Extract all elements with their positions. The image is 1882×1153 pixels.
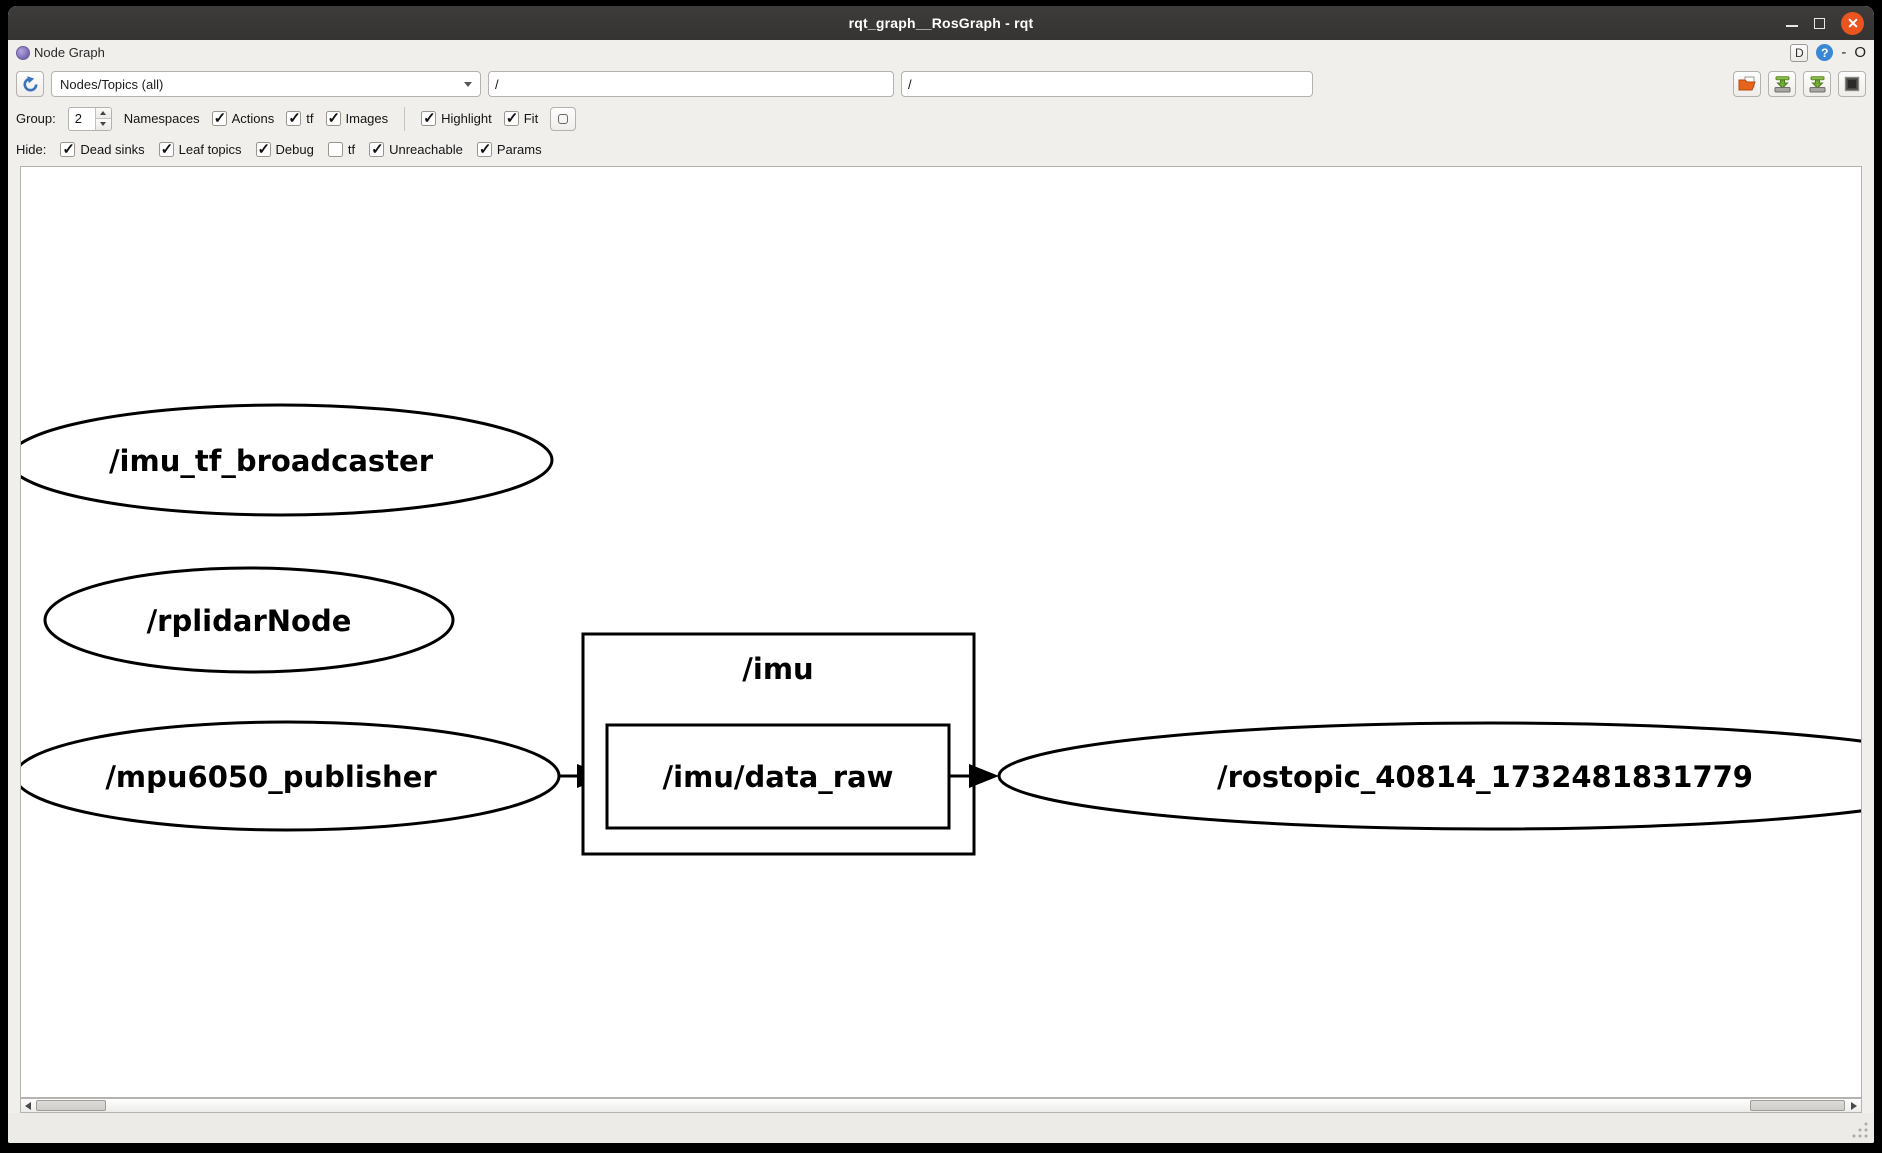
refresh-icon: [23, 75, 37, 91]
namespaces-label: Namespaces: [123, 111, 200, 126]
rqt-window: rqt_graph__RosGraph - rqt Node Graph D ?…: [8, 6, 1874, 1143]
node-label: /mpu6050_publisher: [105, 760, 437, 794]
scroll-left-icon[interactable]: [25, 1102, 31, 1110]
node-label: /imu_tf_broadcaster: [109, 444, 434, 478]
node-ellipse-imu-tf-broadcaster[interactable]: [21, 403, 554, 517]
edge-imu-data-raw-to-rostopic: [949, 764, 999, 788]
group-value: 2: [74, 111, 82, 126]
checkbox-box: [60, 140, 76, 158]
checkbox-label: Dead sinks: [80, 141, 145, 157]
spin-up-button[interactable]: [95, 107, 111, 119]
checkbox-box: [158, 140, 174, 158]
fit-in-view-button[interactable]: [550, 106, 577, 131]
checkbox-unreachable[interactable]: Unreachable: [369, 140, 463, 158]
checkbox-tf-group[interactable]: tf: [286, 109, 314, 127]
group-spinner[interactable]: 2: [67, 106, 112, 131]
checkbox-box: [369, 140, 385, 158]
graph-type-select[interactable]: Nodes/Topics (all): [51, 71, 481, 97]
window-controls: [1786, 6, 1864, 40]
checkbox-debug[interactable]: Debug: [255, 140, 314, 158]
spin-down-button[interactable]: [95, 119, 111, 130]
rqt-graph-plugin-icon: [16, 45, 30, 60]
checkbox-box: [325, 109, 341, 127]
checkbox-label: Unreachable: [389, 141, 463, 157]
scrollbar-thumb[interactable]: [36, 1100, 106, 1111]
checkbox-box: [211, 109, 227, 127]
node-ellipse-rostopic[interactable]: [997, 721, 1862, 831]
close-icon[interactable]: [1841, 11, 1864, 35]
save-image-button[interactable]: [1803, 71, 1831, 97]
scroll-right-icon[interactable]: [1851, 1102, 1857, 1110]
hide-bar: Hide: Dead sinks Leaf topics Debug tf Un…: [8, 134, 1874, 164]
checkbox-box: [503, 109, 519, 127]
open-dot-file-button[interactable]: [1733, 71, 1761, 97]
checkbox-leaf-topics[interactable]: Leaf topics: [158, 140, 242, 158]
hide-label: Hide:: [16, 141, 47, 157]
minimize-icon[interactable]: [1786, 25, 1798, 27]
checkbox-box: [286, 109, 302, 127]
fit-square-icon: [558, 113, 569, 124]
topic-label: /imu/data_raw: [663, 760, 894, 794]
checkbox-label: Highlight: [441, 111, 492, 126]
checkbox-label: Fit: [523, 111, 539, 126]
checkbox-label: tf: [306, 111, 314, 126]
node-label: /rostopic_40814_1732481831779: [1217, 760, 1753, 794]
maximize-icon[interactable]: [1814, 17, 1825, 29]
checkbox-params[interactable]: Params: [476, 140, 542, 158]
node-ellipse-rplidarnode[interactable]: [43, 566, 455, 674]
checkbox-box: [476, 140, 492, 158]
plugin-panel-header: Node Graph D ? - O: [8, 40, 1874, 65]
panel-close-button[interactable]: O: [1854, 44, 1866, 61]
scrollbar-segment[interactable]: [1750, 1100, 1845, 1111]
chevron-down-icon: [464, 81, 472, 87]
checkbox-highlight[interactable]: Highlight: [421, 109, 492, 127]
graph-toolbar: Nodes/Topics (all): [8, 65, 1874, 103]
checkbox-label: tf: [347, 141, 356, 157]
save-dot-file-icon: [1774, 75, 1790, 92]
checkbox-label: Images: [345, 111, 389, 126]
topic-filter-input[interactable]: [901, 71, 1313, 97]
open-dot-file-icon: [1738, 76, 1756, 91]
window-titlebar[interactable]: rqt_graph__RosGraph - rqt: [8, 6, 1874, 40]
save-dot-file-button[interactable]: [1768, 71, 1796, 97]
graph-type-value: Nodes/Topics (all): [60, 76, 164, 92]
spinner-arrows: [94, 107, 111, 130]
dock-button[interactable]: D: [1790, 43, 1809, 62]
checkbox-hide-tf[interactable]: tf: [327, 141, 356, 157]
screenshot-icon: [1844, 76, 1860, 92]
triangle-up-icon: [100, 110, 107, 115]
ros-node-graph: /imu_tf_broadcaster /rplidarNode /mpu605…: [21, 403, 1862, 856]
graph-canvas[interactable]: /imu_tf_broadcaster /rplidarNode /mpu605…: [20, 166, 1862, 1098]
save-image-icon: [1809, 75, 1825, 92]
resize-grip[interactable]: [1852, 1122, 1868, 1138]
panel-title: Node Graph: [34, 45, 105, 60]
node-filter-input[interactable]: [488, 71, 894, 97]
checkbox-label: Debug: [275, 141, 314, 157]
namespace-label: /imu: [742, 652, 813, 686]
checkbox-label: Params: [496, 141, 542, 157]
group-label: Group:: [16, 111, 56, 126]
horizontal-scrollbar[interactable]: [20, 1098, 1862, 1113]
checkbox-dead-sinks[interactable]: Dead sinks: [60, 140, 145, 158]
panel-minimize-button[interactable]: -: [1841, 44, 1847, 61]
options-bar: Group: 2 Namespaces Actions tf Images: [8, 103, 1874, 134]
checkbox-box: [255, 140, 271, 158]
checkbox-actions[interactable]: Actions: [211, 109, 275, 127]
node-label: /rplidarNode: [147, 604, 352, 638]
checkbox-fit[interactable]: Fit: [503, 109, 539, 127]
help-icon[interactable]: ?: [1816, 44, 1834, 61]
status-bar: [8, 1113, 1874, 1143]
checkbox-box: [327, 141, 343, 157]
separator: [404, 106, 406, 131]
checkbox-images[interactable]: Images: [325, 109, 389, 127]
checkbox-box: [421, 109, 437, 127]
panel-header-buttons: D ? - O: [1790, 43, 1866, 62]
screenshot-button[interactable]: [1838, 71, 1866, 97]
checkbox-label: Actions: [231, 111, 275, 126]
refresh-button[interactable]: [16, 71, 44, 97]
window-title: rqt_graph__RosGraph - rqt: [848, 15, 1034, 31]
triangle-down-icon: [100, 122, 107, 127]
checkbox-label: Leaf topics: [178, 141, 242, 157]
